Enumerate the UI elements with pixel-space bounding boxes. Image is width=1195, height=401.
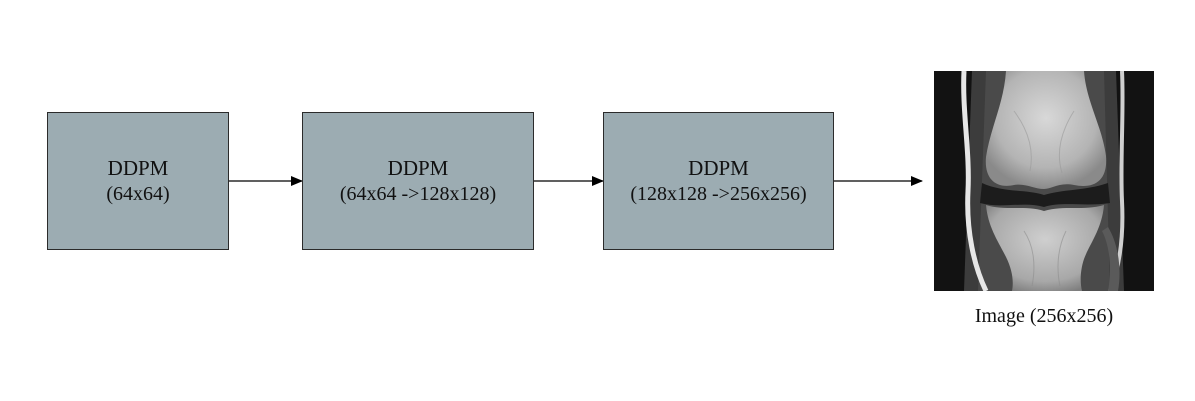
stage-2-title: DDPM <box>387 156 449 180</box>
ddpm-stage-2-box: DDPM (64x64 ->128x128) <box>302 112 534 250</box>
ddpm-stage-3-box: DDPM (128x128 ->256x256) <box>603 112 834 250</box>
knee-mri-illustration <box>934 70 1154 293</box>
knee-mri-image <box>934 70 1154 293</box>
stage-2-resolution: (64x64 ->128x128) <box>339 183 497 205</box>
stage-3-title: DDPM <box>688 156 749 180</box>
output-image-caption: Image (256x256) <box>974 305 1114 327</box>
stage-1-title: DDPM <box>107 156 169 180</box>
stage-3-resolution: (128x128 ->256x256) <box>630 183 807 205</box>
stage-1-resolution: (64x64) <box>106 183 170 205</box>
ddpm-stage-1-box: DDPM (64x64) <box>47 112 229 250</box>
